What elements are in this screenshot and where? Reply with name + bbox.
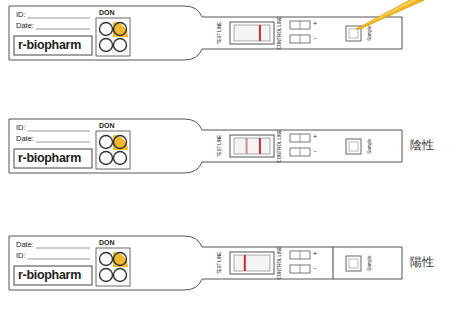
strip-outline	[8, 5, 403, 61]
strip-text: +	[313, 133, 317, 140]
vertical-label: CONTROL LINE	[278, 16, 283, 49]
membrane	[234, 138, 270, 154]
strip-text: -	[314, 34, 316, 41]
check-box	[290, 21, 310, 29]
check-box	[290, 134, 310, 142]
vertical-label: CONTROL LINE	[278, 246, 283, 279]
sample-well	[346, 139, 361, 154]
result-line	[246, 138, 248, 154]
strip-text: r-biopharm	[18, 269, 81, 282]
strip-body	[9, 236, 402, 290]
write-in-line	[36, 29, 90, 30]
membrane	[234, 25, 270, 41]
check-divider	[300, 251, 301, 259]
result-label: 陰性	[410, 139, 434, 151]
brand-frame	[14, 149, 92, 168]
logo	[96, 248, 130, 286]
check-box	[290, 35, 310, 43]
check-box	[290, 265, 310, 273]
result-line	[259, 138, 261, 154]
brand-frame	[14, 266, 92, 285]
strip-text: +	[313, 250, 317, 257]
sample-pad	[349, 142, 358, 151]
vertical-label: TEST LINE	[218, 22, 223, 45]
sample-well	[346, 26, 361, 41]
strip-outline	[8, 118, 403, 174]
result-line	[259, 25, 261, 41]
logo	[96, 131, 130, 169]
write-in-line	[36, 142, 90, 143]
strip-text: +	[313, 20, 317, 27]
vertical-label: TEST LINE	[218, 252, 223, 275]
strip-body	[9, 119, 402, 173]
vertical-label: Sample	[368, 255, 373, 270]
write-in-line	[28, 131, 90, 132]
strip-text: r-biopharm	[18, 152, 81, 165]
vertical-label: TEST LINE	[218, 135, 223, 158]
logo	[96, 18, 130, 56]
strip-text: -	[314, 264, 316, 271]
sample-well	[346, 256, 361, 271]
strip-text: r-biopharm	[18, 39, 81, 52]
strip-text: DON	[99, 239, 115, 246]
write-in-line	[28, 259, 90, 260]
strip-text: ID:	[16, 124, 26, 132]
result-window	[230, 252, 274, 274]
test-strip: Date: ID: DON r-biopharm TEST LINE CONTROL LI…	[8, 235, 403, 291]
result-window	[230, 135, 274, 157]
cut-line	[333, 247, 334, 279]
result-label: 陽性	[410, 256, 434, 268]
strip-text: Date:	[16, 22, 34, 30]
strip-text: Date:	[16, 135, 34, 143]
strip-outline	[8, 235, 403, 291]
sample-pad	[349, 29, 358, 38]
vertical-label: CONTROL LINE	[278, 129, 283, 162]
check-box	[290, 251, 310, 259]
vertical-label: Sample	[368, 25, 373, 40]
strip-text: ID:	[16, 252, 26, 260]
membrane	[234, 255, 270, 271]
check-divider	[300, 148, 301, 156]
test-strip: ID: Date: DON r-biopharm TEST LINE CONTROL LI…	[8, 5, 403, 61]
brand-frame	[14, 36, 92, 55]
check-divider	[300, 134, 301, 142]
test-strip: ID: Date: DON r-biopharm TEST LINE CONTROL LI…	[8, 118, 403, 174]
strip-text: ID:	[16, 11, 26, 19]
check-box	[290, 148, 310, 156]
check-divider	[300, 265, 301, 273]
strip-text: DON	[99, 9, 115, 16]
strip-text: DON	[99, 122, 115, 129]
write-in-line	[36, 248, 90, 249]
check-divider	[300, 35, 301, 43]
strip-text: -	[314, 147, 316, 154]
result-line	[244, 255, 246, 271]
check-divider	[300, 21, 301, 29]
result-window	[230, 22, 274, 44]
write-in-line	[28, 18, 90, 19]
sample-pad	[349, 259, 358, 268]
strip-body	[9, 6, 402, 60]
vertical-label: Sample	[368, 138, 373, 153]
strip-text: Date:	[16, 241, 34, 249]
